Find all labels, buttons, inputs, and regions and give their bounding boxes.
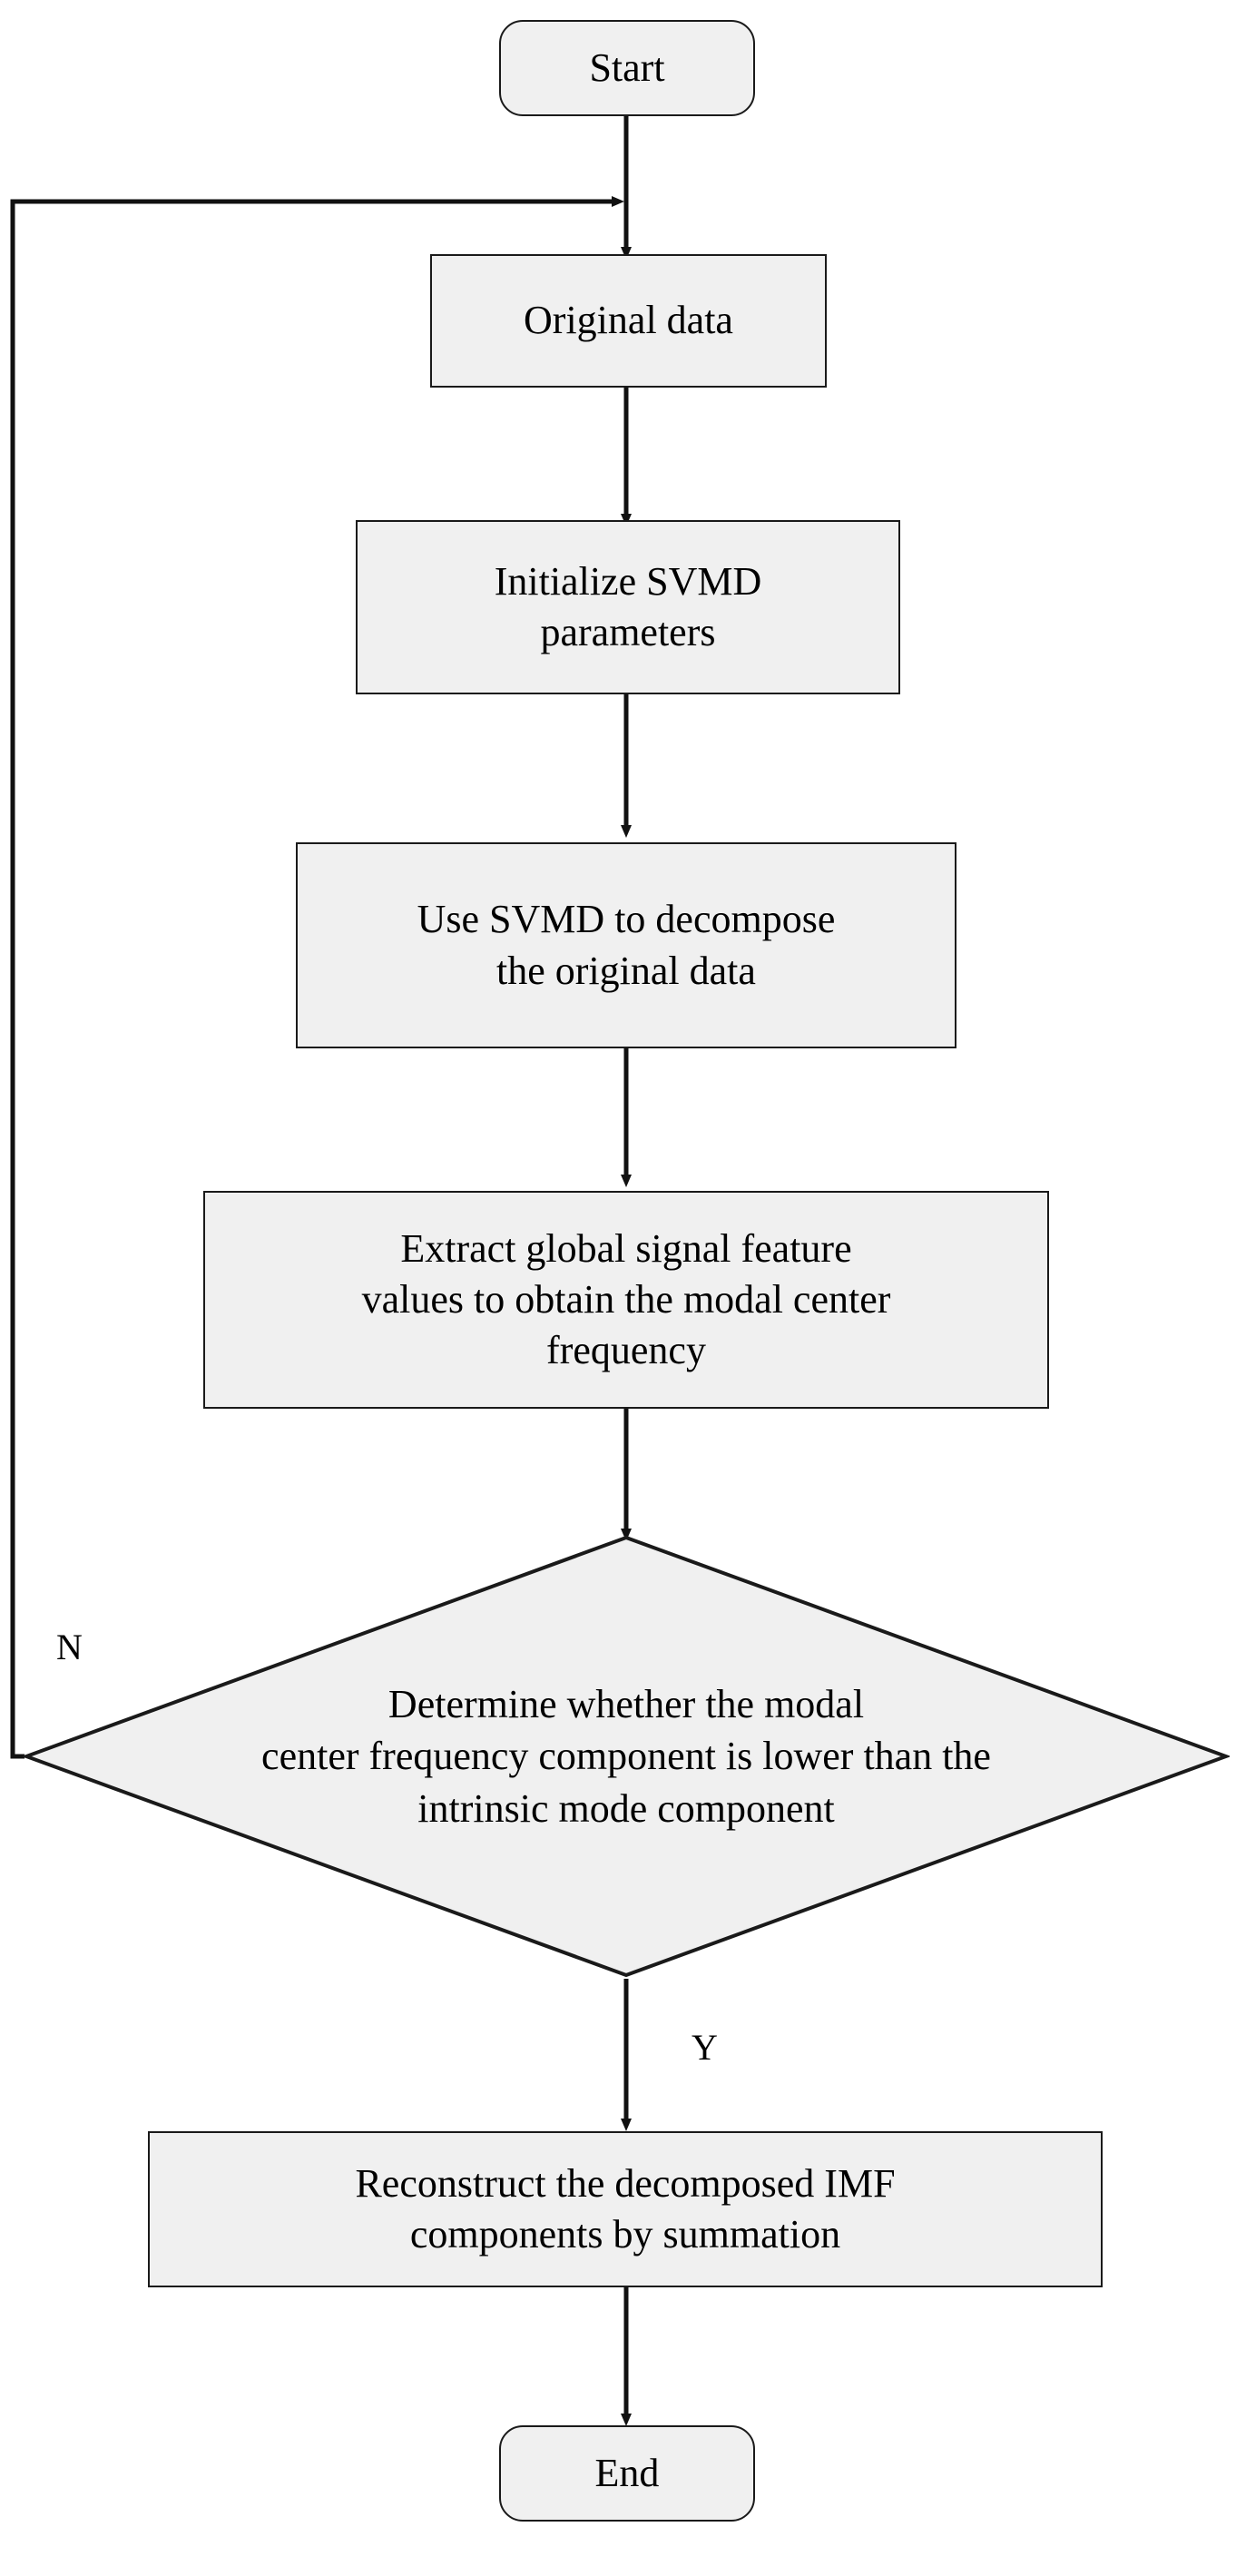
edge-label-yes: Y [692, 2027, 718, 2068]
edge-label-no: N [56, 1627, 83, 1667]
node-original-data: Original data [430, 254, 827, 388]
node-start: Start [499, 20, 755, 116]
node-reconstruct-imf-label: Reconstruct the decomposed IMF component… [355, 2160, 896, 2256]
node-initialize-svmd-parameters: Initialize SVMD parameters [356, 520, 900, 694]
node-start-label: Start [589, 44, 665, 90]
node-extract-global-features-label: Extract global signal feature values to … [361, 1225, 891, 1373]
node-decision-modal-center-frequency: Determine whether the modal center frequ… [23, 1534, 1230, 1979]
node-use-svmd-decompose: Use SVMD to decompose the original data [296, 842, 956, 1048]
node-end: End [499, 2425, 755, 2522]
node-end-label: End [594, 2450, 660, 2495]
node-initialize-svmd-parameters-label: Initialize SVMD parameters [494, 558, 762, 654]
node-use-svmd-decompose-label: Use SVMD to decompose the original data [417, 897, 836, 993]
node-decision-label: Determine whether the modal center frequ… [261, 1682, 991, 1831]
node-extract-global-features: Extract global signal feature values to … [203, 1191, 1049, 1409]
node-reconstruct-imf: Reconstruct the decomposed IMF component… [148, 2131, 1103, 2287]
node-original-data-label: Original data [524, 298, 733, 343]
